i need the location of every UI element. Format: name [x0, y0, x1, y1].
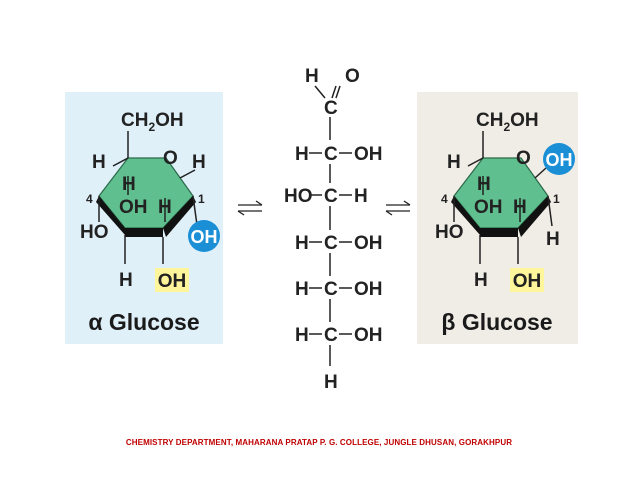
alpha-ring-oxygen: O: [163, 148, 178, 169]
alpha-glucose-structure: CH2OH O H H H OH H 4 1 HO OH H OH α Gluc…: [80, 110, 220, 335]
alpha-anomeric-oh-highlight: [188, 220, 220, 252]
alpha-h-c4: H: [122, 174, 136, 195]
alpha-ho-c4: HO: [80, 222, 109, 243]
chain-top-h: H: [305, 66, 319, 87]
alpha-ring-front-bottom: [125, 228, 163, 237]
equilibrium-arrows-left: [237, 200, 263, 216]
alpha-ring-front-left: [96, 196, 125, 235]
chain-row-right: H: [354, 186, 368, 207]
chain-row-carbon: C: [324, 233, 338, 254]
beta-oh-c3: OH: [513, 271, 542, 292]
beta-anomeric-oh: OH: [546, 150, 573, 170]
chain-row-carbon: C: [324, 144, 338, 165]
beta-oh-c4: OH: [474, 197, 503, 218]
beta-h-c5: H: [447, 152, 461, 173]
chain-bottom-h: H: [324, 372, 338, 393]
beta-ring-front-right: [518, 196, 551, 237]
chain-row-right: OH: [354, 144, 383, 165]
beta-carbon-4-number: 4: [441, 192, 448, 206]
beta-ring-oxygen: O: [516, 148, 531, 169]
equilibrium-arrows-right: [385, 200, 411, 216]
chain-row-left: HO: [284, 186, 313, 207]
chain-row-right: OH: [354, 325, 383, 346]
chain-c1: C: [324, 98, 338, 119]
alpha-anomeric-oh: OH: [191, 227, 218, 247]
beta-ring-front-bottom: [480, 228, 518, 237]
beta-h-c4: H: [477, 174, 491, 195]
alpha-h-c3: H: [119, 270, 133, 291]
alpha-h-c1: H: [192, 152, 206, 173]
chain-row-carbon: C: [324, 186, 338, 207]
beta-ring-front-left: [451, 196, 480, 235]
beta-anomeric-oh-highlight: [543, 143, 575, 175]
beta-carbon-1-number: 1: [553, 192, 560, 206]
alpha-ch2oh-label: CH2OH: [121, 110, 184, 134]
chain-row-left: H: [295, 144, 309, 165]
chain-row-left: H: [295, 325, 309, 346]
alpha-oh-c3: OH: [158, 271, 187, 292]
beta-oh-c3-highlight: [510, 268, 544, 292]
chain-row-left: H: [295, 233, 309, 254]
chain-row-left: H: [295, 279, 309, 300]
alpha-oh-c3-highlight: [155, 268, 189, 292]
chain-row-right: OH: [354, 233, 383, 254]
beta-glucose-structure: CH2OH O OH H H OH H 4 1 HO H H OH β Gluc…: [435, 110, 575, 335]
alpha-h-c2: H: [158, 197, 172, 218]
footer-credit: CHEMISTRY DEPARTMENT, MAHARANA PRATAP P.…: [125, 438, 513, 447]
beta-h-c1: H: [546, 229, 560, 250]
beta-ho-c4: HO: [435, 222, 464, 243]
chain-row-right: OH: [354, 279, 383, 300]
alpha-glucose-title: α Glucose: [88, 309, 199, 335]
chain-row-carbon: C: [324, 279, 338, 300]
alpha-oh-c4: OH: [119, 197, 148, 218]
alpha-carbon-4-number: 4: [86, 192, 93, 206]
beta-h-c3: H: [474, 270, 488, 291]
beta-h-c2: H: [513, 197, 527, 218]
alpha-h-c5: H: [92, 152, 106, 173]
open-chain-glucose: H O C H C OH HO C H H C OH H C OH: [284, 66, 383, 393]
beta-glucose-title: β Glucose: [441, 309, 552, 335]
beta-ch2oh-label: CH2OH: [476, 110, 539, 134]
alpha-carbon-1-number: 1: [198, 192, 205, 206]
chain-row-carbon: C: [324, 325, 338, 346]
alpha-ring-front-right: [163, 196, 196, 237]
chain-aldehyde-o: O: [345, 66, 360, 87]
